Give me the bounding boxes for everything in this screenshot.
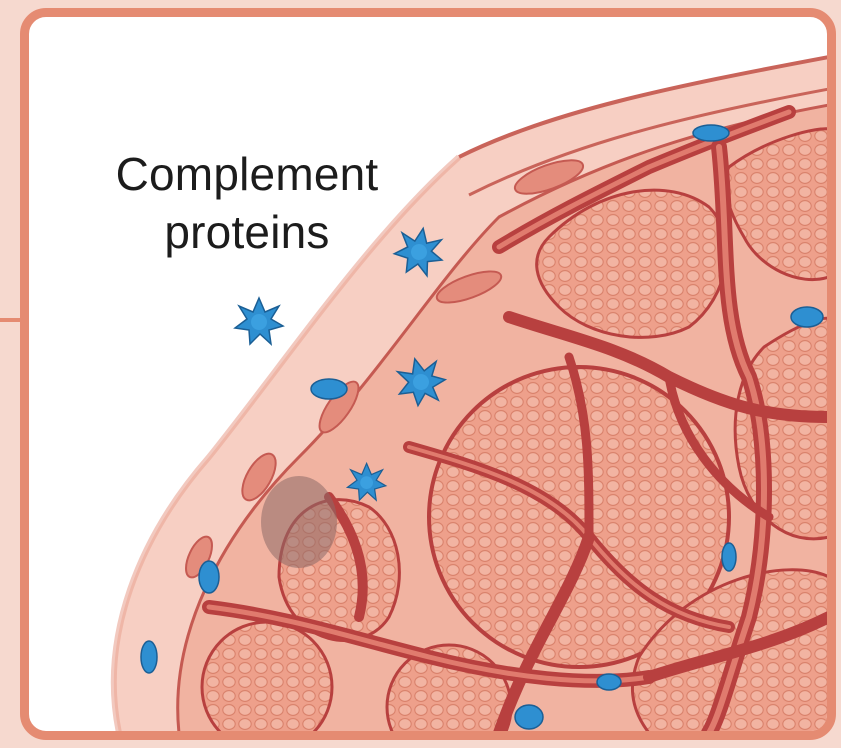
label-line-1: Complement <box>87 145 407 203</box>
damaged-cell <box>261 476 337 568</box>
immune-cell-icon <box>693 125 729 141</box>
immune-cell-icon <box>311 379 347 399</box>
complement-protein-icon <box>235 298 283 344</box>
immune-cell-icon <box>141 641 157 673</box>
immune-cell-icon <box>515 705 543 729</box>
immune-cell-icon <box>597 674 621 690</box>
muscle-fascicle <box>202 622 332 733</box>
tissue-illustration <box>29 17 829 733</box>
immune-cell-icon <box>199 561 219 593</box>
immune-cell-icon <box>791 307 823 327</box>
complement-proteins-label: Complement proteins <box>87 145 407 261</box>
leader-line <box>0 318 22 322</box>
illustration-panel: Complement proteins <box>20 8 836 740</box>
label-line-2: proteins <box>87 203 407 261</box>
immune-cell-icon <box>722 543 736 571</box>
